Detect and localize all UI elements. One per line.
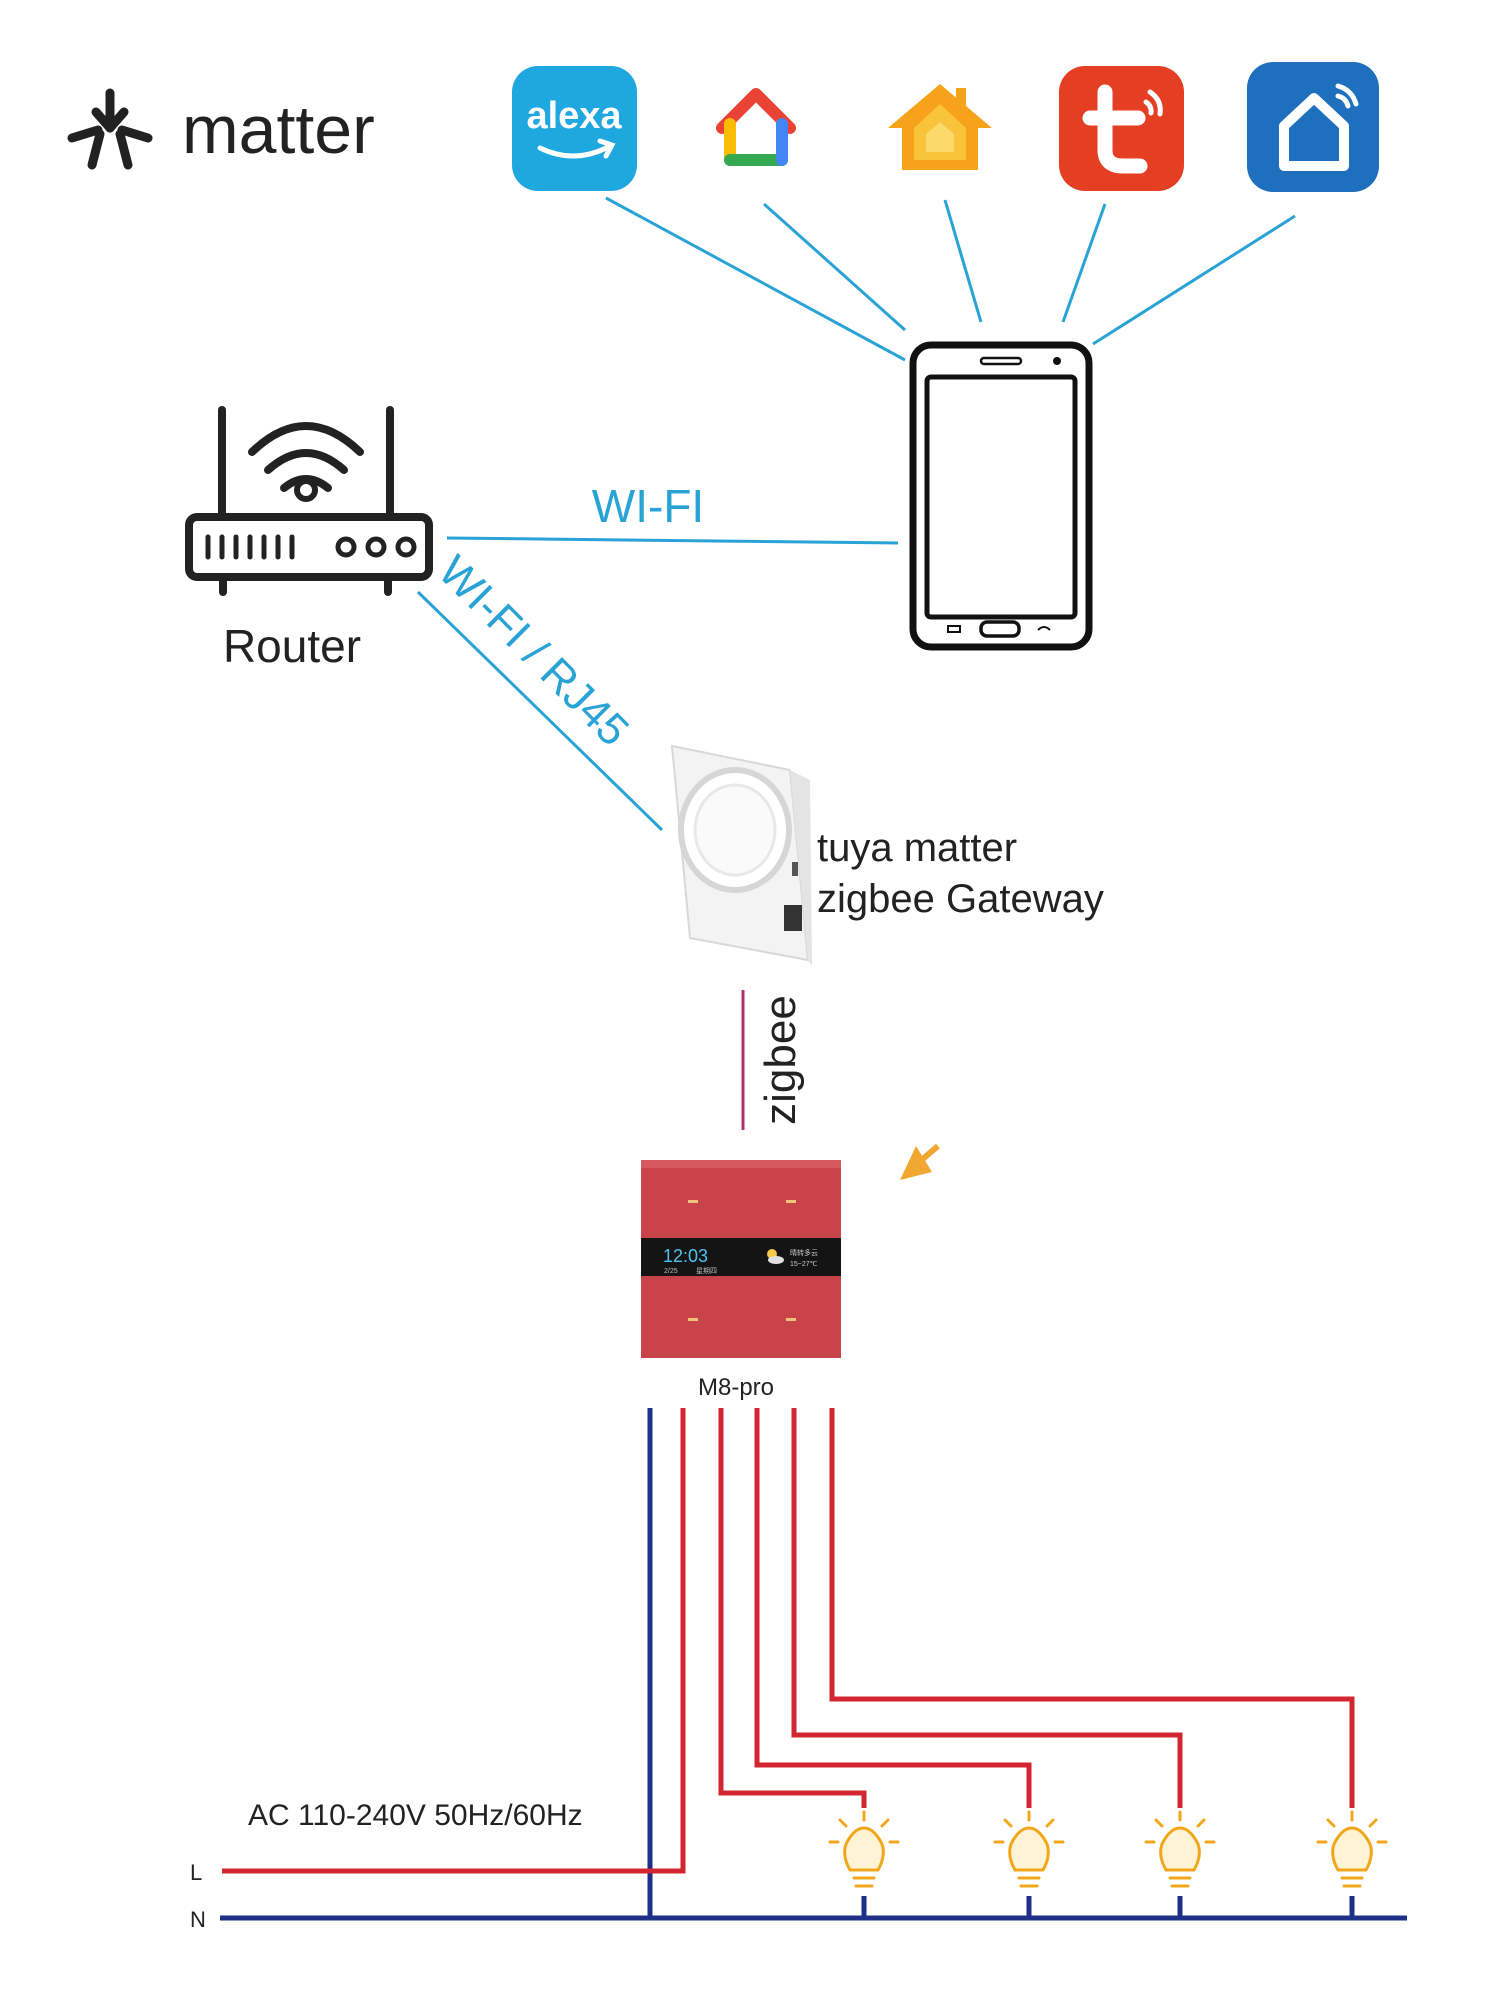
switch-temp: 15~27℃ [790, 1261, 818, 1268]
smart-life-app-icon [1247, 62, 1379, 192]
bulb-icon [1144, 1810, 1216, 1888]
matter-wordmark: matter [182, 92, 375, 168]
switch-weather: 晴转多云 [790, 1248, 818, 1257]
switch-time: 12:03 [663, 1246, 708, 1266]
load-wire-3 [791, 1408, 1183, 1808]
weather-icon [767, 1249, 784, 1264]
gateway-label-line2: zigbee Gateway [817, 877, 1104, 921]
matter-logo: matter [67, 88, 375, 170]
load-wire-2 [754, 1408, 1032, 1808]
alexa-app-icon: alexa [512, 66, 637, 191]
zigbee-label: zigbee [756, 995, 805, 1125]
smartphone-icon [909, 341, 1093, 651]
bulb-icon [828, 1810, 900, 1888]
neutral-label: N [190, 1907, 206, 1932]
app-phone-links [605, 196, 1296, 362]
router-icon [185, 406, 433, 596]
live-label: L [190, 1860, 202, 1885]
switch-date: 2/25 [664, 1268, 678, 1275]
wiring [220, 1408, 1407, 1921]
gateway-label-line1: tuya matter [817, 826, 1017, 870]
wifi-rj45-link-line [416, 590, 664, 832]
router-label: Router [223, 620, 361, 672]
live-wire [222, 1408, 686, 1874]
switch-display [641, 1238, 841, 1276]
load-wire-4 [829, 1408, 1355, 1808]
tuya-app-icon [1059, 66, 1184, 191]
matter-icon [67, 88, 153, 170]
alexa-label: alexa [526, 95, 622, 137]
bulb-icon [993, 1810, 1065, 1888]
rj45-port-icon [784, 905, 802, 931]
load-wire-1 [718, 1408, 867, 1808]
wifi-rj45-label: WI-FI / RJ45 [429, 546, 638, 755]
google-home-app-icon [694, 66, 819, 191]
switch-model-label: M8-pro [698, 1374, 774, 1401]
apple-home-app-icon [878, 66, 1003, 191]
wifi-label: WI-FI [592, 480, 704, 532]
zigbee-gateway-device [670, 744, 812, 966]
switch-weekday: 星期四 [696, 1267, 717, 1275]
wifi-link-line [446, 536, 899, 545]
m8-pro-switch-panel: 12:03 2/25 星期四 晴转多云 15~27℃ [641, 1160, 841, 1358]
power-supply-label: AC 110-240V 50Hz/60Hz [248, 1799, 583, 1832]
pointer-arrow-icon [900, 1143, 940, 1180]
bulb-icon [1316, 1810, 1388, 1888]
